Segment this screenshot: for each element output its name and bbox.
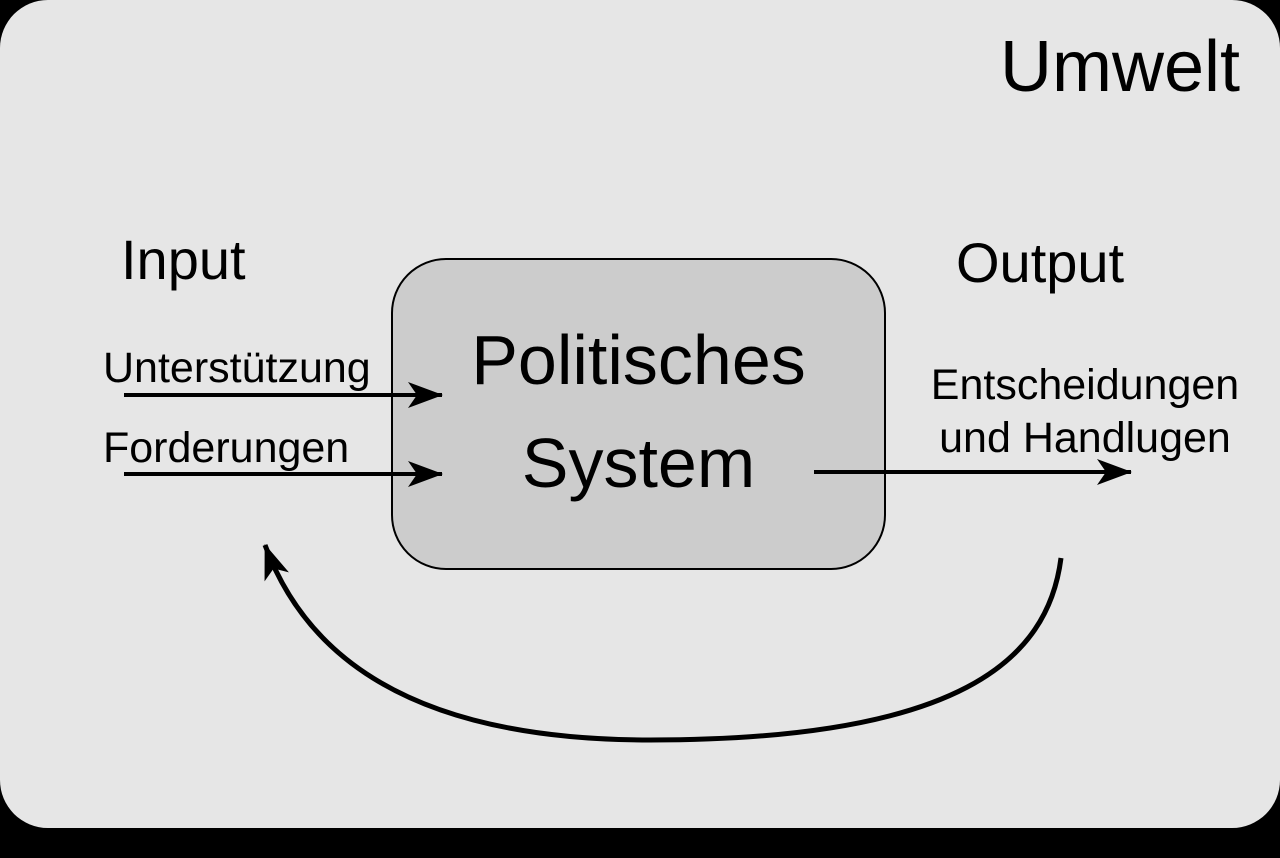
output-arrow-label-line2: und Handlugen bbox=[939, 414, 1231, 462]
output-arrow-label-line1: Entscheidungen bbox=[930, 361, 1240, 409]
input-label: Input bbox=[121, 228, 246, 291]
input-arrow-label-forderungen: Forderungen bbox=[103, 424, 350, 472]
political-system-title-line1: Politisches bbox=[471, 321, 806, 399]
output-arrow-label: Entscheidungen und Handlugen bbox=[915, 359, 1255, 465]
environment-label: Umwelt bbox=[999, 27, 1240, 107]
feedback-loop-arrow bbox=[262, 544, 1064, 743]
input-arrow-label-unterstuetzung: Unterstützung bbox=[103, 344, 371, 392]
environment-region: Umwelt Input Output Unterstützung Forder… bbox=[0, 0, 1280, 828]
output-label: Output bbox=[956, 231, 1125, 294]
political-system-title: Politisches System bbox=[391, 309, 886, 515]
political-system-box bbox=[391, 258, 886, 570]
political-system-title-line2: System bbox=[521, 424, 756, 502]
